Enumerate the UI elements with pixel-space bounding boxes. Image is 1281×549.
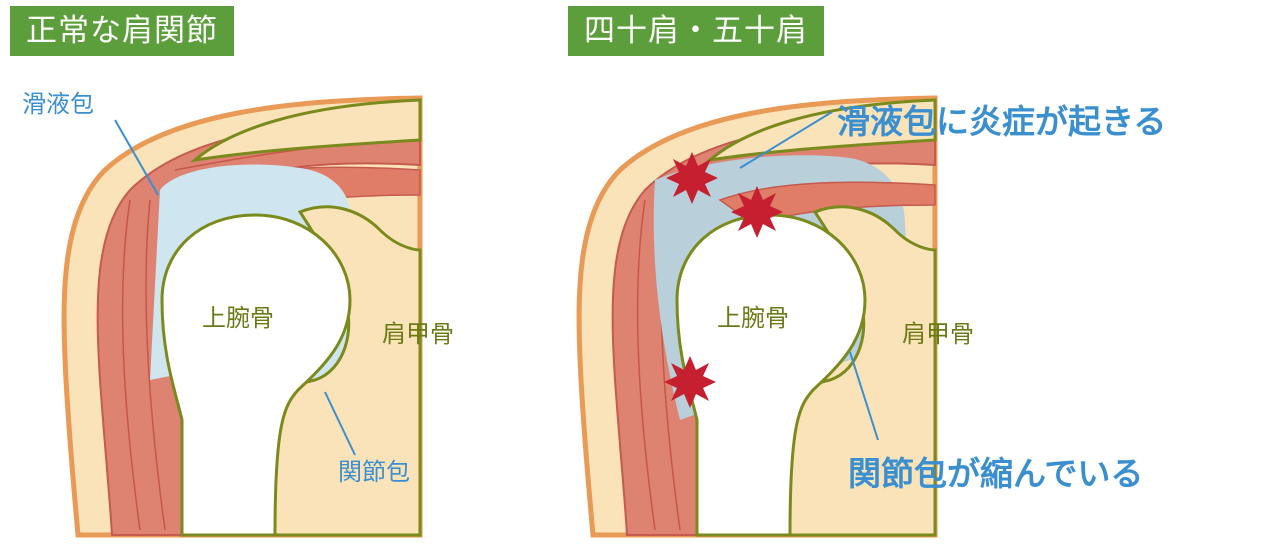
humerus bbox=[675, 213, 867, 537]
humerus-label: 上腕骨 bbox=[202, 304, 274, 332]
humerus-label: 上腕骨 bbox=[717, 304, 789, 332]
inflammation-burst-2 bbox=[731, 186, 783, 238]
bursitis-callout: 滑液包に炎症が起きる bbox=[837, 102, 1167, 141]
frozen-title-banner: 四十肩・五十肩 bbox=[568, 6, 824, 56]
normal-title-banner: 正常な肩関節 bbox=[10, 6, 234, 56]
normal-shoulder-panel: 正常な肩関節 滑液包 上腕骨 肩甲骨 関節包 bbox=[0, 0, 640, 549]
humerus bbox=[160, 213, 352, 537]
inflammation-burst-1 bbox=[666, 152, 718, 204]
acromion bbox=[705, 98, 937, 163]
frozen-shoulder-panel: 四十肩・五十肩 上腕骨 肩甲骨 滑液包に炎症が起きる 関節包が縮んでいる bbox=[560, 0, 1281, 549]
scapula-label: 肩甲骨 bbox=[902, 320, 974, 348]
bursa-label: 滑液包 bbox=[22, 90, 94, 118]
normal-shoulder-diagram bbox=[61, 95, 423, 538]
inflammation-burst-3 bbox=[664, 356, 716, 408]
capsule-contracted-callout: 関節包が縮んでいる bbox=[848, 454, 1144, 493]
acromion bbox=[190, 98, 422, 163]
scapula-label: 肩甲骨 bbox=[382, 320, 454, 348]
capsule-label: 関節包 bbox=[338, 458, 410, 486]
frozen-shoulder-diagram bbox=[576, 95, 938, 538]
